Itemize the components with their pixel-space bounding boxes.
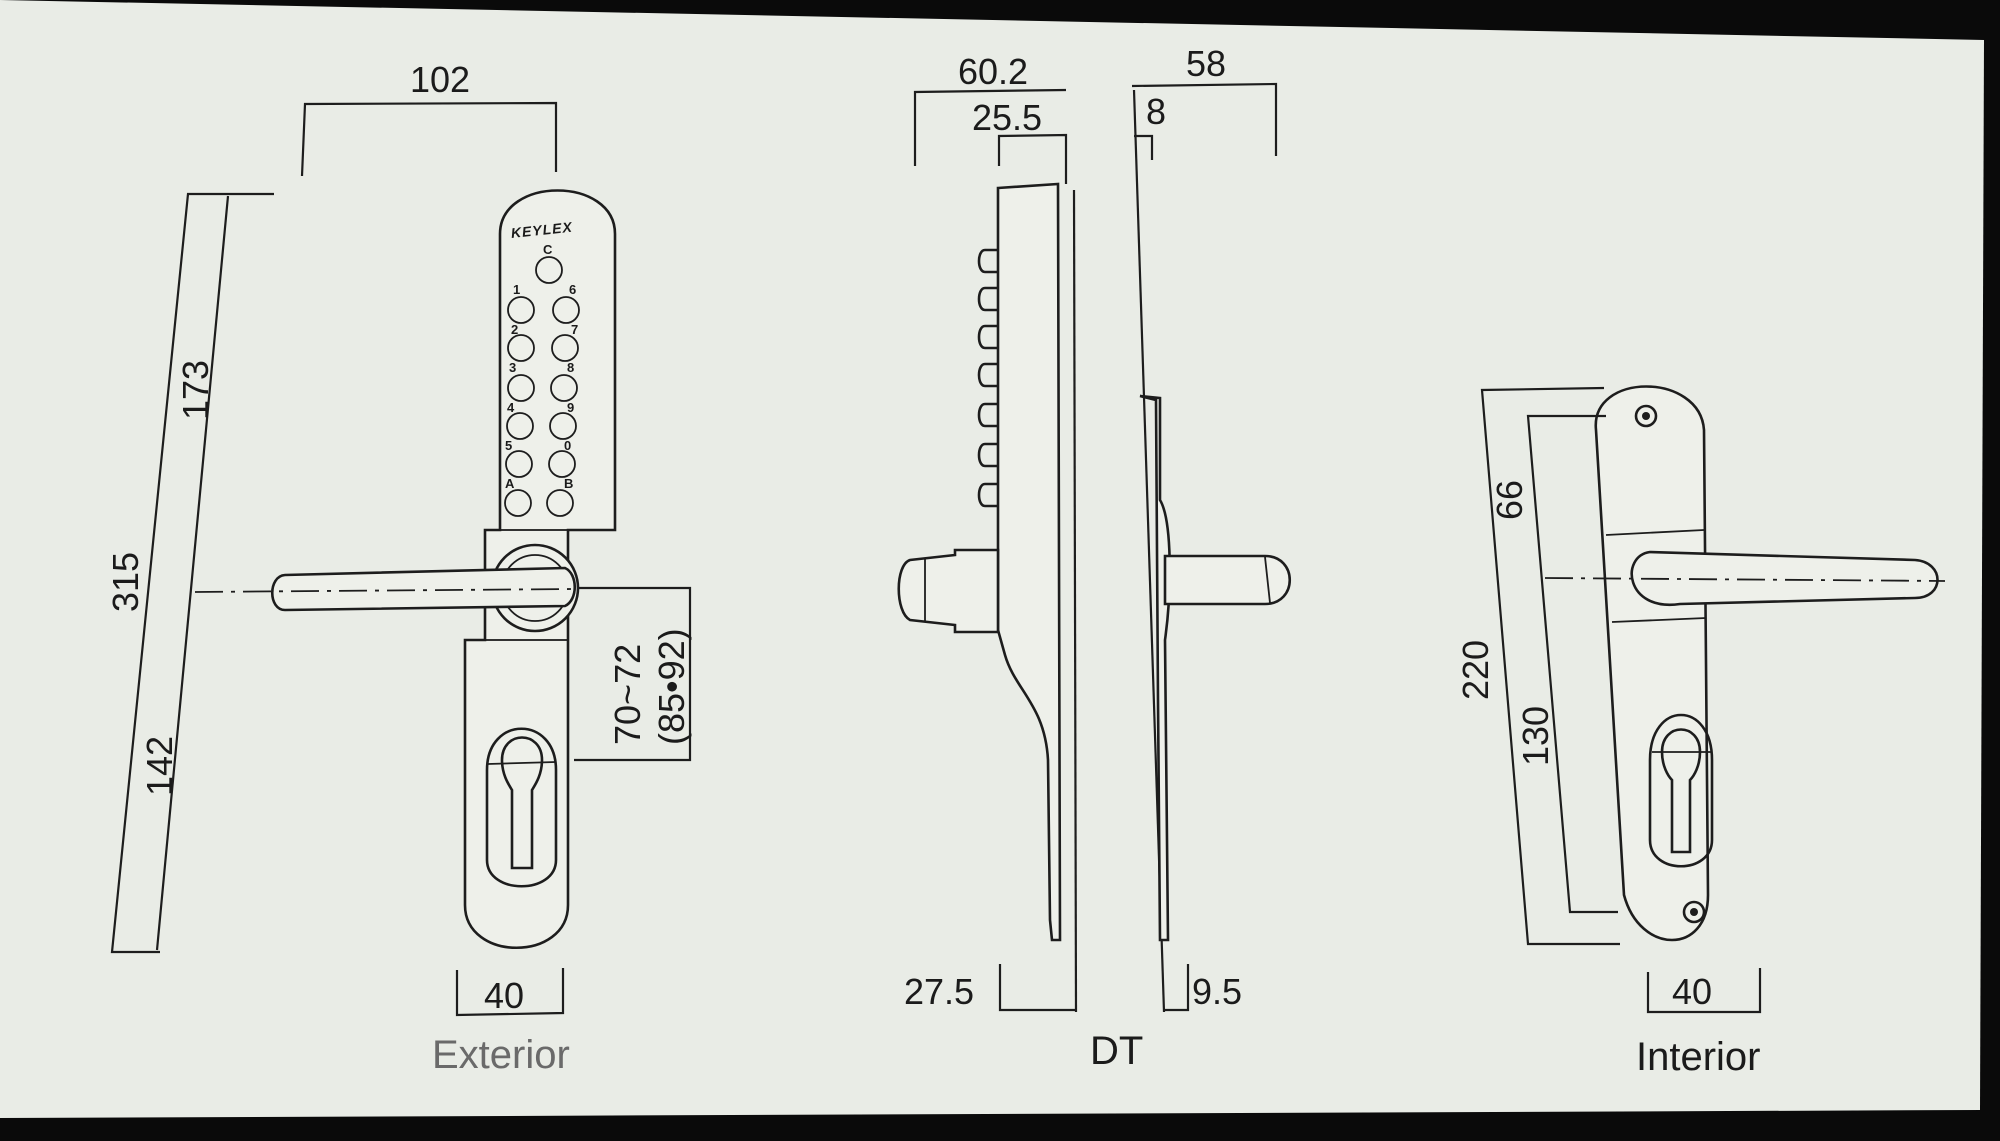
keypad-button-a[interactable]	[504, 489, 532, 517]
exterior-cylinder-axis	[487, 761, 557, 765]
dim-width-top: 102	[410, 59, 470, 100]
interior-center-line	[1544, 577, 1946, 582]
key-label: 4	[507, 400, 515, 415]
interior-top-screw-inner	[1642, 412, 1650, 420]
dim-spacing-alt: (85•92)	[651, 628, 692, 745]
side-exterior-body	[996, 182, 1062, 942]
keypad-button-b[interactable]	[546, 489, 574, 517]
key-label: 2	[511, 322, 518, 337]
interior-lever-handle	[1630, 550, 1939, 607]
key-label: 5	[505, 438, 512, 453]
dim-upper: 173	[175, 360, 216, 420]
dim-line-upper-lower	[155, 195, 230, 951]
dim-right-plate: 8	[1146, 91, 1166, 132]
side-key-nub	[977, 482, 998, 508]
dim-left-body: 25.5	[972, 97, 1042, 138]
brand-logo: KEYLEX	[510, 219, 574, 241]
side-view: 60.2 25.5 58 8 27.5 9.5 DT	[897, 43, 1291, 1073]
key-label: B	[564, 476, 573, 491]
dim-total-height: 315	[105, 552, 146, 612]
interior-caption: Interior	[1636, 1035, 1761, 1079]
exterior-view: KEYLEX C 1 2 3 4 5 A 6 7 8 9	[105, 59, 692, 1077]
dim-bottom-right: 9.5	[1192, 971, 1242, 1012]
dim-line-right-plate	[1134, 134, 1154, 160]
side-key-nub	[977, 286, 998, 312]
dim-upper: 66	[1489, 480, 1530, 520]
key-label-clear: C	[543, 242, 553, 257]
exterior-cylinder-surround	[485, 727, 558, 888]
side-key-nub	[977, 402, 998, 428]
side-key-nub	[977, 442, 998, 468]
key-label: 3	[509, 360, 516, 375]
keypad-button-clear[interactable]	[535, 256, 563, 284]
keypad-button-7[interactable]	[551, 334, 579, 362]
side-key-nub	[977, 324, 998, 350]
interior-cylinder-keyhole	[1660, 728, 1702, 854]
key-label: 9	[567, 400, 574, 415]
dim-line-left-body	[997, 133, 1068, 184]
interior-cylinder-surround	[1648, 713, 1714, 868]
interior-bottom-screw-inner	[1690, 908, 1698, 916]
dim-line-upper-lower	[1526, 414, 1618, 914]
dim-line-plate-width	[455, 968, 565, 1017]
dim-line-bottom-right	[1164, 964, 1190, 1012]
keypad-right-column: 6 7 8 9 0 B	[546, 282, 580, 517]
dim-line-width-top	[300, 101, 558, 177]
dim-line-right-total	[1131, 82, 1278, 156]
dim-lower: 130	[1515, 706, 1556, 766]
key-label: 8	[567, 360, 574, 375]
side-interior-lever	[1163, 554, 1291, 606]
keypad-button-0[interactable]	[548, 450, 576, 478]
dim-left-total: 60.2	[958, 51, 1028, 92]
interior-view: 220 66 130 40 Interior	[1455, 385, 1946, 1079]
keypad-button-4[interactable]	[506, 412, 534, 440]
dim-total-height: 220	[1455, 640, 1496, 700]
dim-line-left-total	[913, 88, 1067, 166]
keypad-button-2[interactable]	[507, 334, 535, 362]
exterior-center-line	[194, 588, 576, 593]
dim-spacing: 70~72	[607, 644, 648, 745]
dim-lower: 142	[139, 736, 180, 796]
keypad-button-8[interactable]	[550, 374, 578, 402]
side-keypad-buttons	[977, 248, 998, 508]
interior-plate	[1594, 385, 1710, 942]
dim-line-spacing	[574, 586, 692, 762]
key-label: 1	[513, 282, 520, 297]
keypad-button-5[interactable]	[505, 450, 533, 478]
side-key-nub	[977, 248, 998, 274]
interior-rose-line-bottom	[1611, 617, 1707, 623]
keypad-button-6[interactable]	[552, 296, 580, 324]
dim-right-total: 58	[1186, 43, 1226, 84]
dim-plate-width: 40	[1672, 971, 1712, 1012]
dim-line-total-height	[1480, 386, 1620, 946]
keypad-button-3[interactable]	[507, 374, 535, 402]
key-label: A	[505, 476, 515, 491]
dim-plate-width: 40	[484, 975, 524, 1016]
key-label: 7	[571, 322, 578, 337]
key-label: 6	[569, 282, 576, 297]
side-key-nub	[977, 362, 998, 388]
keypad-left-column: 1 2 3 4 5 A	[504, 282, 535, 517]
key-label: 0	[564, 438, 571, 453]
exterior-lever-handle	[271, 566, 577, 612]
side-caption: DT	[1090, 1029, 1143, 1073]
interior-top-screw	[1634, 404, 1658, 428]
keypad-button-1[interactable]	[507, 296, 535, 324]
interior-rose-line-top	[1605, 529, 1705, 536]
exterior-cylinder-keyhole	[500, 736, 544, 870]
dim-bottom-left: 27.5	[904, 971, 974, 1012]
side-door-face-left	[1072, 189, 1078, 1013]
dim-line-plate-width	[1646, 968, 1762, 1014]
side-exterior-knob	[897, 548, 1000, 634]
interior-bottom-screw	[1682, 900, 1706, 924]
keypad-button-9[interactable]	[549, 412, 577, 440]
dim-line-bottom-left	[998, 964, 1076, 1012]
exterior-caption: Exterior	[432, 1033, 570, 1077]
side-lever-line	[1264, 556, 1271, 604]
dim-line-total-height	[110, 192, 274, 954]
